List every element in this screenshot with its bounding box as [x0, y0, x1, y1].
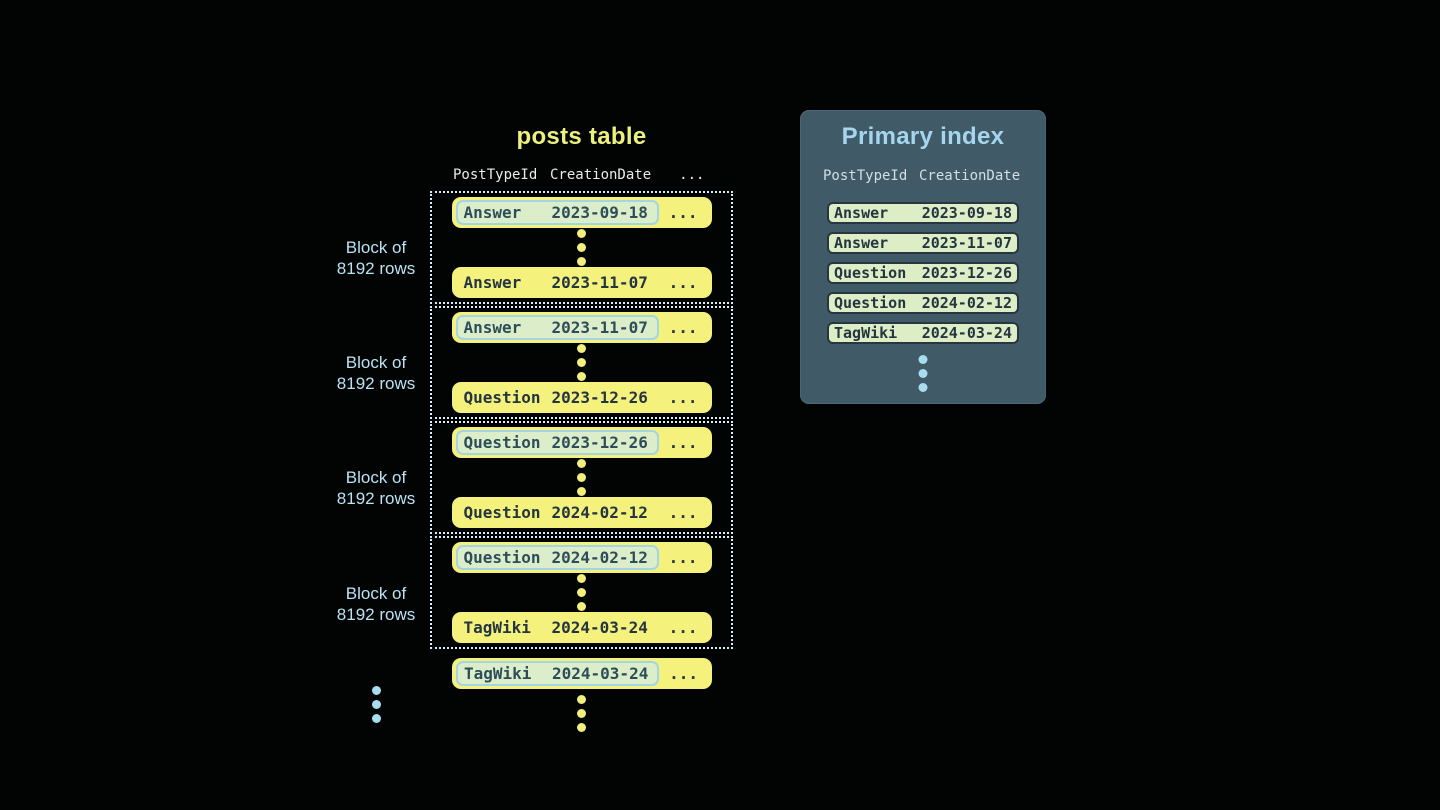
posts-block-1: Answer 2023-09-18 ... Answer 2023-11-07 ..…	[430, 191, 733, 304]
block-label-2: Block of 8192 rows	[306, 352, 446, 394]
cell-creationdate: 2024-03-24	[551, 618, 648, 637]
cell-creationdate: 2023-12-26	[551, 433, 648, 452]
block-label-line2: 8192 rows	[336, 259, 416, 278]
min-value-highlight: Answer 2023-11-07	[455, 315, 659, 340]
cell-creationdate: 2023-12-26	[551, 388, 648, 407]
column-header-posttypeid: PostTypeId	[453, 167, 538, 183]
table-row: Question 2023-12-26 ...	[451, 382, 712, 413]
max-value-cells: Question 2024-02-12	[456, 500, 659, 525]
index-row: TagWiki 2024-03-24	[827, 322, 1019, 344]
row-ellipsis: ...	[668, 273, 698, 292]
rows-ellipsis-dots	[577, 574, 586, 611]
more-blocks-dots	[372, 686, 381, 723]
index-row: Answer 2023-09-18	[827, 202, 1019, 224]
cell-posttypeid: Answer	[463, 318, 522, 337]
table-row: Question 2023-12-26 ...	[451, 427, 712, 458]
cell-posttypeid: Answer	[463, 273, 522, 292]
block-label-line2: 8192 rows	[336, 374, 416, 393]
cell-creationdate: 2023-11-07	[551, 273, 648, 292]
max-value-cells: TagWiki 2024-03-24	[456, 615, 659, 640]
next-block-first-row: TagWiki 2024-03-24 ...	[452, 658, 712, 689]
row-ellipsis: ...	[669, 664, 698, 683]
column-header-creationdate: CreationDate	[550, 167, 652, 183]
row-ellipsis: ...	[668, 203, 698, 222]
index-row: Answer 2023-11-07	[827, 232, 1019, 254]
min-value-highlight: Answer 2023-09-18	[455, 200, 659, 225]
cell-posttypeid: Question	[463, 433, 541, 452]
index-row: Question 2024-02-12	[827, 292, 1019, 314]
cell-creationdate: 2023-09-18	[551, 203, 648, 222]
cell-posttypeid: Question	[463, 388, 541, 407]
row-ellipsis: ...	[668, 503, 698, 522]
posts-block-3: Question 2023-12-26 ... Question 2024-02-1…	[430, 421, 733, 534]
primary-index-column-headers: PostTypeId CreationDate	[823, 168, 1020, 184]
rows-ellipsis-dots	[577, 344, 586, 381]
cell-creationdate: 2023-11-07	[551, 318, 648, 337]
primary-index-title: Primary index	[841, 123, 1005, 150]
index-row: Question 2023-12-26	[827, 262, 1019, 284]
column-header-more: ...	[679, 167, 705, 183]
cell-creationdate: 2024-03-24	[552, 664, 649, 683]
rows-ellipsis-dots	[577, 229, 586, 266]
table-row: Answer 2023-09-18 ...	[451, 197, 712, 228]
min-value-highlight: TagWiki 2024-03-24	[456, 661, 659, 686]
row-ellipsis: ...	[668, 433, 698, 452]
cell-creationdate: 2024-02-12	[551, 503, 648, 522]
primary-index-rows: Answer 2023-09-18 Answer 2023-11-07 Questi…	[827, 202, 1019, 344]
cell-posttypeid: Question	[834, 294, 907, 312]
row-ellipsis: ...	[668, 548, 698, 567]
primary-index-panel: Primary index PostTypeId CreationDate Ans…	[800, 110, 1046, 404]
cell-posttypeid: Answer	[834, 234, 889, 252]
cell-creationdate: 2023-09-18	[921, 204, 1012, 222]
table-row: Answer 2023-11-07 ...	[451, 312, 712, 343]
block-label-line1: Block of	[345, 468, 407, 487]
max-value-cells: Answer 2023-11-07	[456, 270, 659, 295]
more-index-entries-dots	[918, 355, 928, 392]
table-row: Question 2024-02-12 ...	[451, 542, 712, 573]
cell-posttypeid: TagWiki	[463, 618, 531, 637]
cell-posttypeid: Question	[463, 503, 541, 522]
cell-creationdate: 2023-12-26	[921, 264, 1012, 282]
row-ellipsis: ...	[668, 618, 698, 637]
block-label-line1: Block of	[345, 238, 407, 257]
max-value-cells: Question 2023-12-26	[456, 385, 659, 410]
posts-block-2: Answer 2023-11-07 ... Question 2023-12-26 …	[430, 306, 733, 419]
posts-table-blocks: Answer 2023-09-18 ... Answer 2023-11-07 ..…	[430, 191, 733, 649]
block-label-line2: 8192 rows	[336, 605, 416, 624]
posts-table-column-headers: PostTypeId CreationDate...	[453, 167, 704, 183]
cell-posttypeid: Question	[834, 264, 907, 282]
posts-table-title: posts table	[516, 123, 647, 150]
cell-posttypeid: Answer	[834, 204, 889, 222]
cell-posttypeid: Question	[463, 548, 541, 567]
block-label-line1: Block of	[345, 353, 407, 372]
cell-posttypeid: TagWiki	[464, 664, 532, 683]
rows-ellipsis-dots	[577, 459, 586, 496]
table-row: TagWiki 2024-03-24 ...	[451, 612, 712, 643]
min-value-highlight: Question 2024-02-12	[455, 545, 659, 570]
column-header-creationdate: CreationDate	[919, 168, 1021, 184]
cell-creationdate: 2023-11-07	[921, 234, 1012, 252]
row-ellipsis: ...	[668, 318, 698, 337]
table-row: Answer 2023-11-07 ...	[451, 267, 712, 298]
block-label-1: Block of 8192 rows	[306, 237, 446, 279]
row-ellipsis: ...	[668, 388, 698, 407]
posts-block-4: Question 2024-02-12 ... TagWiki 2024-03-24…	[430, 536, 733, 649]
block-label-line1: Block of	[345, 584, 407, 603]
column-header-posttypeid: PostTypeId	[823, 168, 908, 184]
block-label-line2: 8192 rows	[336, 489, 416, 508]
cell-posttypeid: Answer	[463, 203, 522, 222]
cell-creationdate: 2024-03-24	[921, 324, 1012, 342]
cell-posttypeid: TagWiki	[834, 324, 898, 342]
cell-creationdate: 2024-02-12	[551, 548, 648, 567]
min-value-highlight: Question 2023-12-26	[455, 430, 659, 455]
table-row: Question 2024-02-12 ...	[451, 497, 712, 528]
block-label-3: Block of 8192 rows	[306, 467, 446, 509]
more-rows-dots	[577, 695, 586, 732]
block-label-4: Block of 8192 rows	[306, 583, 446, 625]
cell-creationdate: 2024-02-12	[921, 294, 1012, 312]
